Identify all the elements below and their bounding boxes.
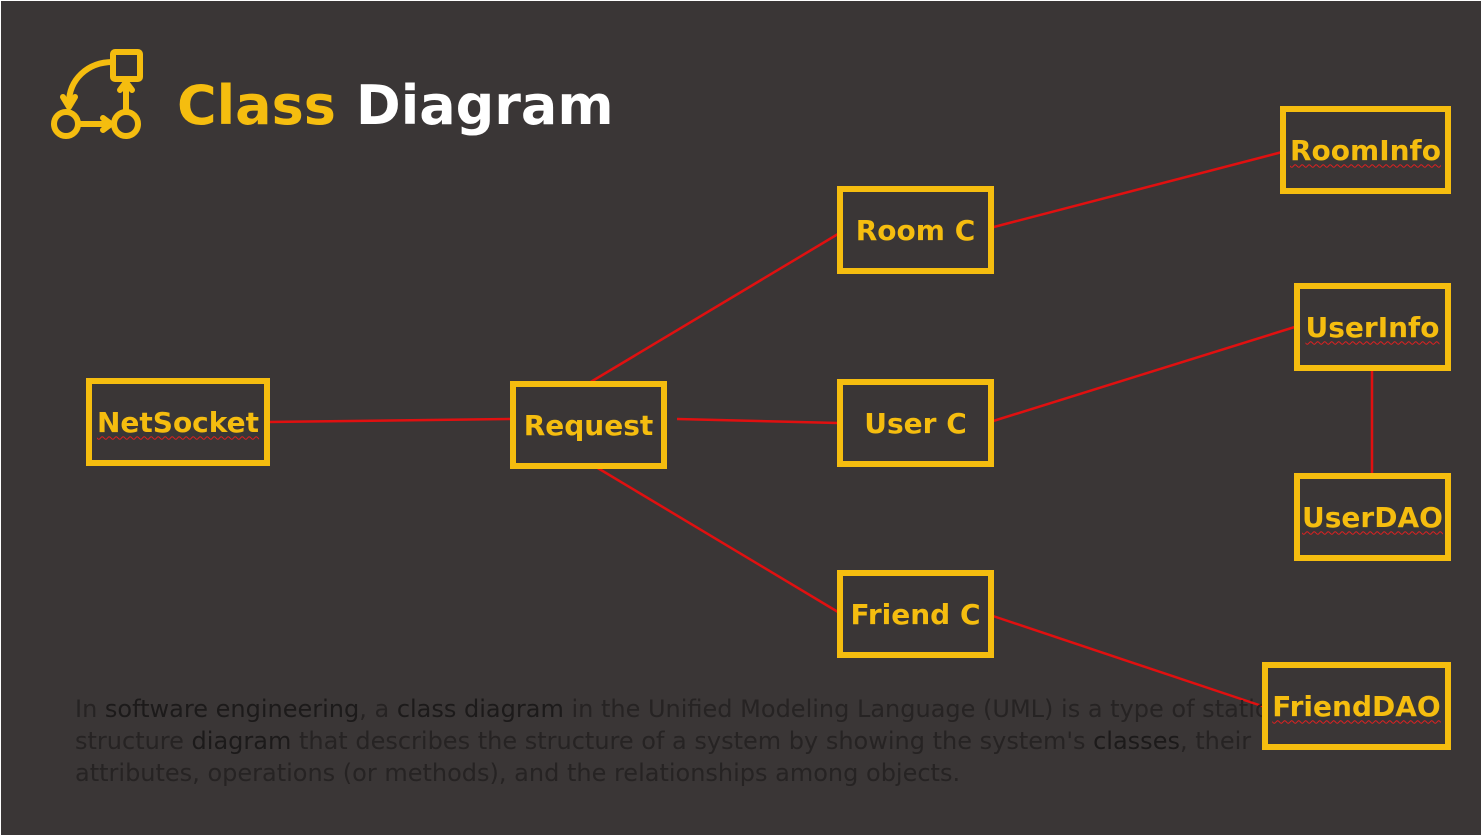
node-label: User C [864, 406, 967, 440]
node-friend-c[interactable]: Friend C [837, 570, 994, 658]
edge-request-friendc [590, 462, 839, 614]
desc-text: that describes the structure of a system… [291, 727, 1094, 755]
node-room-c[interactable]: Room C [837, 186, 994, 274]
uml-diagram-icon [51, 49, 143, 139]
desc-text: , a [359, 695, 397, 723]
title-word-diagram: Diagram [355, 74, 614, 137]
node-label: FriendDAO [1272, 689, 1441, 723]
node-user-c[interactable]: User C [837, 379, 994, 467]
edge-friendc-frienddao [989, 613, 1269, 710]
desc-text: in the Unified Modeling Language (UML) i… [75, 695, 1269, 755]
edge-netsocket-request [266, 417, 513, 424]
node-netsocket[interactable]: NetSocket [86, 378, 270, 466]
node-label: Friend C [850, 597, 981, 631]
desc-text: In [75, 695, 105, 723]
node-userinfo[interactable]: UserInfo [1294, 283, 1451, 371]
node-frienddao[interactable]: FriendDAO [1262, 662, 1451, 750]
title-word-class: Class [177, 74, 336, 137]
edge-request-userc [676, 417, 839, 425]
description-paragraph: In software engineering, a class diagram… [75, 693, 1355, 789]
node-label: Request [523, 408, 654, 442]
node-label: Room C [855, 213, 976, 247]
node-roominfo[interactable]: RoomInfo [1280, 106, 1451, 194]
desc-term-class-diagram: class diagram [396, 695, 564, 723]
edge-request-roomc [588, 232, 839, 385]
desc-term-diagram: diagram [191, 727, 292, 755]
node-label: UserInfo [1305, 310, 1440, 344]
desc-text: , their attributes, operations (or metho… [75, 727, 1252, 787]
page-title: Class Diagram [177, 71, 614, 141]
node-userdao[interactable]: UserDAO [1294, 473, 1451, 561]
node-label: UserDAO [1302, 500, 1443, 534]
node-request[interactable]: Request [510, 381, 667, 469]
desc-term-classes: classes [1093, 727, 1180, 755]
desc-term-software-engineering: software engineering [104, 695, 360, 723]
node-label: RoomInfo [1290, 133, 1441, 167]
edge-roomc-roominfo [989, 149, 1287, 230]
edge-userc-userinfo [989, 324, 1299, 424]
node-label: NetSocket [96, 405, 260, 439]
